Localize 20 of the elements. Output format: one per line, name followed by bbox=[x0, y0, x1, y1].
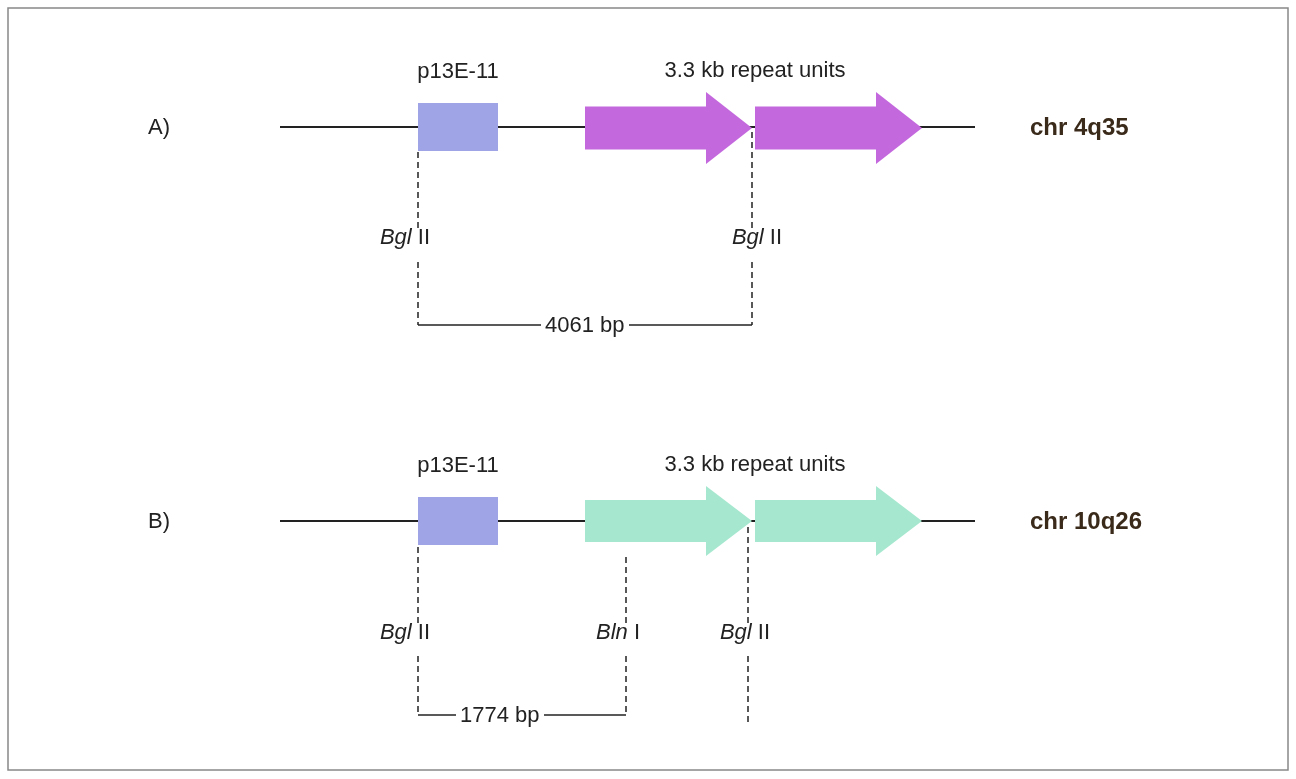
repeat-units-label: 3.3 kb repeat units bbox=[664, 57, 846, 83]
probe-label: p13E-11 bbox=[416, 452, 500, 478]
chromosome-label: chr 10q26 bbox=[1030, 508, 1143, 534]
restriction-site-label: Bln I bbox=[578, 619, 658, 645]
leader-line bbox=[417, 150, 419, 229]
repeat-unit-arrow bbox=[585, 92, 752, 164]
leader-line bbox=[417, 544, 419, 624]
repeat-unit-arrow bbox=[755, 92, 922, 164]
panel-label: B) bbox=[148, 508, 170, 534]
chromosome-label: chr 4q35 bbox=[1030, 114, 1129, 140]
restriction-site-label: Bgl II bbox=[365, 224, 445, 250]
panel-label: A) bbox=[148, 114, 170, 140]
restriction-site-label: Bgl II bbox=[705, 619, 785, 645]
restriction-site-label: Bgl II bbox=[365, 619, 445, 645]
restriction-site-label: Bgl II bbox=[717, 224, 797, 250]
probe-label: p13E-11 bbox=[416, 58, 500, 84]
repeat-unit-arrow bbox=[585, 486, 752, 556]
repeat-units-label: 3.3 kb repeat units bbox=[664, 451, 846, 477]
repeat-unit-arrow bbox=[755, 486, 922, 556]
leader-line bbox=[625, 555, 627, 624]
